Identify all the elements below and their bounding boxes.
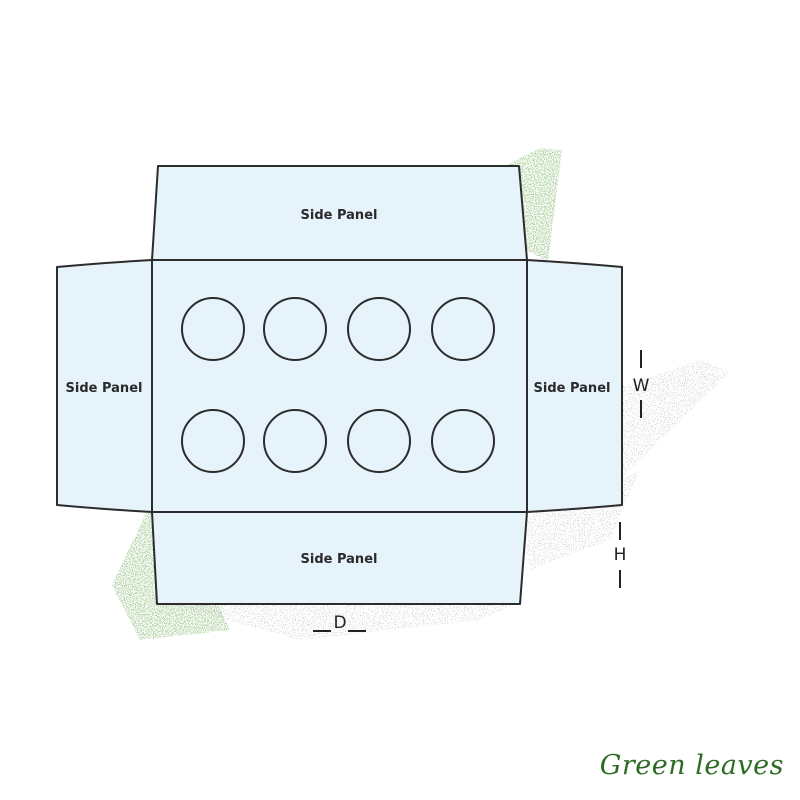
height-label: H [614,545,627,565]
circle-cutout [263,297,327,361]
side-panel-right [526,259,623,513]
label-left-panel: Side Panel [66,381,143,396]
circle-cutout [181,297,245,361]
circle-cutout [431,409,495,473]
side-panel-top [151,165,528,261]
circle-cutout [431,297,495,361]
circle-cutout [347,297,411,361]
width-label: W [633,376,650,396]
label-bottom-panel: Side Panel [301,552,378,567]
circle-cutout [181,409,245,473]
label-right-panel: Side Panel [534,381,611,396]
circle-cutouts [181,297,495,473]
depth-dimension: D [313,613,366,633]
circle-cutout [347,409,411,473]
width-dimension: W [633,350,650,418]
label-top-panel: Side Panel [301,208,378,223]
side-panel-left [56,259,153,513]
watermark-signature: Green leaves [599,750,784,781]
side-panel-bottom [151,511,528,605]
circle-cutout [263,409,327,473]
depth-label: D [333,613,346,633]
height-dimension: H [614,522,627,588]
